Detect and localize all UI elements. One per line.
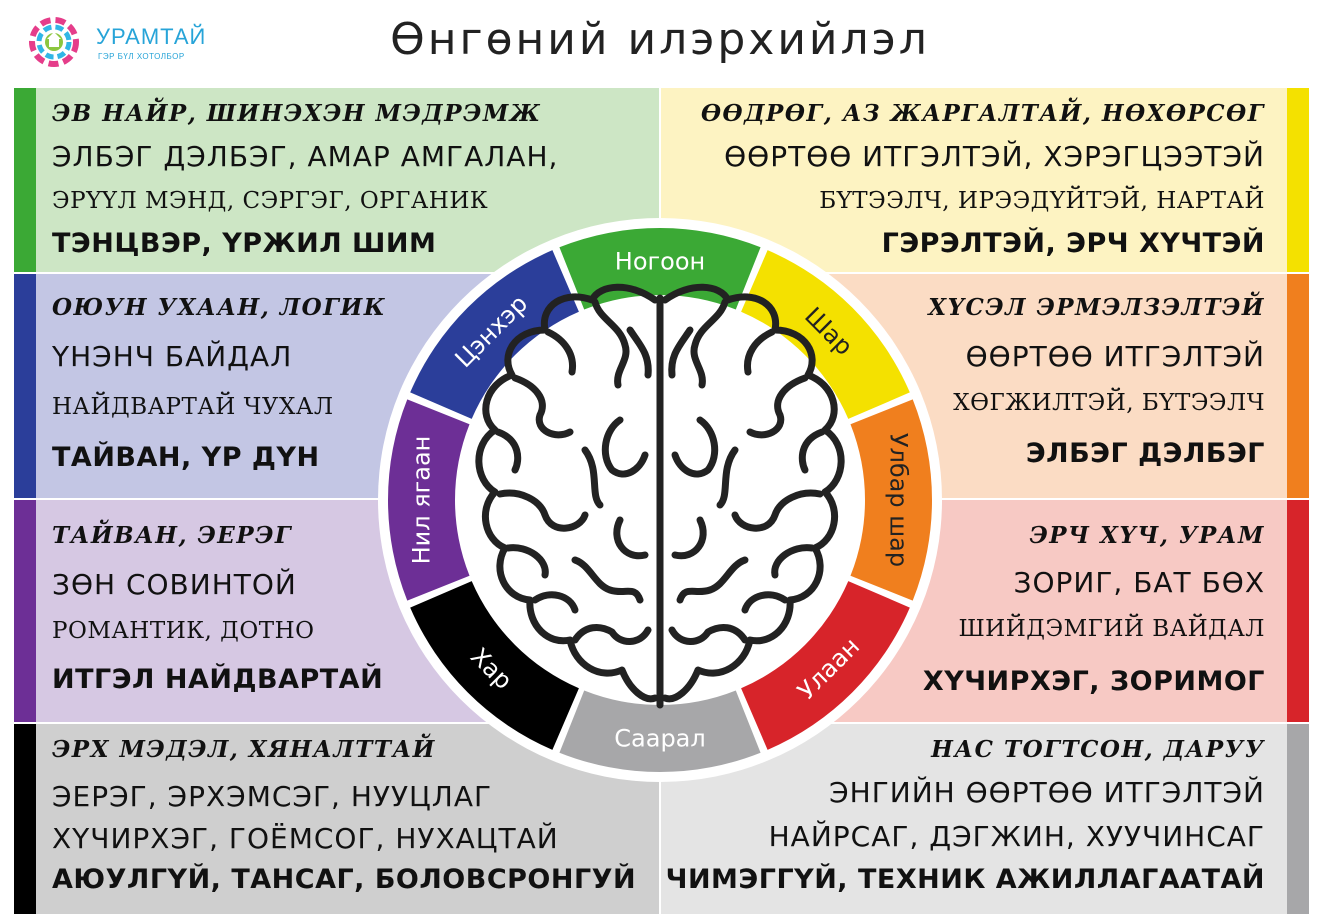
panel-gray-line-4: ЧИМЭГГҮЙ, ТЕХНИК АЖИЛЛАГААТАЙ [665, 864, 1265, 895]
panel-green: ЭВ НАЙР, ШИНЭХЭН МЭДРЭМЖ ЭЛБЭГ ДЭЛБЭГ, А… [14, 88, 659, 272]
panel-green-line-4: ТЭНЦВЭР, ҮРЖИЛ ШИМ [52, 228, 437, 259]
color-bar-red [1287, 500, 1309, 722]
panel-green-line-1: ЭВ НАЙР, ШИНЭХЭН МЭДРЭМЖ [52, 100, 542, 127]
panel-yellow-line-1: ӨӨДРӨГ, АЗ ЖАРГАЛТАЙ, НӨХӨРСӨГ [701, 100, 1265, 127]
panel-red-line-2: ЗОРИГ, БАТ БӨХ [1013, 566, 1265, 599]
panel-black: ЭРХ МЭДЭЛ, ХЯНАЛТТАЙ ЭЕРЭГ, ЭРХЭМСЭГ, НУ… [14, 724, 659, 914]
panel-black-line-1: ЭРХ МЭДЭЛ, ХЯНАЛТТАЙ [52, 736, 436, 763]
panel-orange: ХҮСЭЛ ЭРМЭЛЗЭЛТЭЙ ӨӨРТӨӨ ИТГЭЛТЭЙ ХӨГЖИЛ… [661, 274, 1309, 498]
panel-yellow-line-3: БҮТЭЭЛЧ, ИРЭЭДҮЙТЭЙ, НАРТАЙ [819, 188, 1265, 214]
panel-purple-line-3: РОМАНТИК, ДОТНО [52, 618, 315, 644]
logo: УРАМТАЙ ГЭР БҮЛ ХОТОЛБОР [22, 14, 222, 70]
panel-orange-line-2: ӨӨРТӨӨ ИТГЭЛТЭЙ [965, 340, 1265, 373]
panel-yellow-line-4: ГЭРЭЛТЭЙ, ЭРЧ ХҮЧТЭЙ [881, 228, 1265, 259]
panel-red-line-1: ЭРЧ ХҮЧ, УРАМ [1029, 522, 1265, 549]
panel-purple: ТАЙВАН, ЭЕРЭГ ЗӨН СОВИНТОЙ РОМАНТИК, ДОТ… [14, 500, 659, 722]
page-title: Өнгөний илэрхийлэл [390, 14, 930, 65]
color-bar-blue [14, 274, 36, 498]
panel-black-line-2: ЭЕРЭГ, ЭРХЭМСЭГ, НУУЦЛАГ [52, 780, 493, 813]
color-bar-gray [1287, 724, 1309, 914]
logo-tagline: ГЭР БҮЛ ХОТОЛБОР [98, 52, 185, 61]
color-bar-purple [14, 500, 36, 722]
color-bar-black [14, 724, 36, 914]
panel-blue-line-4: ТАЙВАН, ҮР ДҮН [52, 442, 320, 473]
panel-green-line-2: ЭЛБЭГ ДЭЛБЭГ, АМАР АМГАЛАН, [52, 140, 559, 173]
panel-blue-line-1: ОЮУН УХААН, ЛОГИК [52, 294, 387, 321]
panel-orange-line-1: ХҮСЭЛ ЭРМЭЛЗЭЛТЭЙ [928, 294, 1265, 321]
panel-blue-line-2: ҮНЭНЧ БАЙДАЛ [52, 340, 293, 373]
panel-black-line-3: ХҮЧИРХЭГ, ГОЁМСОГ, НУХАЦТАЙ [52, 822, 559, 855]
panel-orange-line-3: ХӨГЖИЛТЭЙ, БҮТЭЭЛЧ [953, 390, 1265, 416]
logo-name: УРАМТАЙ [96, 24, 207, 49]
panel-purple-line-1: ТАЙВАН, ЭЕРЭГ [52, 522, 293, 549]
panel-orange-line-4: ЭЛБЭГ ДЭЛБЭГ [1025, 438, 1265, 469]
logo-mark-icon [29, 17, 79, 67]
panel-blue: ОЮУН УХААН, ЛОГИК ҮНЭНЧ БАЙДАЛ НАЙДВАРТА… [14, 274, 659, 498]
panel-blue-line-3: НАЙДВАРТАЙ ЧУХАЛ [52, 394, 334, 420]
color-bar-green [14, 88, 36, 272]
panel-gray-line-1: НАС ТОГТСОН, ДАРУУ [931, 736, 1265, 763]
panel-yellow: ӨӨДРӨГ, АЗ ЖАРГАЛТАЙ, НӨХӨРСӨГ ӨӨРТӨӨ ИТ… [661, 88, 1309, 272]
panel-red-line-4: ХҮЧИРХЭГ, ЗОРИМОГ [922, 666, 1265, 697]
panel-purple-line-4: ИТГЭЛ НАЙДВАРТАЙ [52, 664, 384, 695]
panel-red-line-3: ШИЙДЭМГИЙ ВАЙДАЛ [958, 616, 1265, 642]
color-bar-yellow [1287, 88, 1309, 272]
panel-yellow-line-2: ӨӨРТӨӨ ИТГЭЛТЭЙ, ХЭРЭГЦЭЭТЭЙ [724, 140, 1265, 173]
color-bar-orange [1287, 274, 1309, 498]
panel-gray-line-3: НАЙРСАГ, ДЭГЖИН, ХУУЧИНСАГ [768, 820, 1265, 853]
panel-gray: НАС ТОГТСОН, ДАРУУ ЭНГИЙН ӨӨРТӨӨ ИТГЭЛТЭ… [661, 724, 1309, 914]
panel-purple-line-2: ЗӨН СОВИНТОЙ [52, 568, 297, 601]
panel-black-line-4: АЮУЛГҮЙ, ТАНСАГ, БОЛОВСРОНГУЙ [52, 864, 637, 895]
panel-gray-line-2: ЭНГИЙН ӨӨРТӨӨ ИТГЭЛТЭЙ [829, 776, 1265, 809]
panel-green-line-3: ЭРҮҮЛ МЭНД, СЭРГЭГ, ОРГАНИК [52, 188, 489, 214]
panel-red: ЭРЧ ХҮЧ, УРАМ ЗОРИГ, БАТ БӨХ ШИЙДЭМГИЙ В… [661, 500, 1309, 722]
